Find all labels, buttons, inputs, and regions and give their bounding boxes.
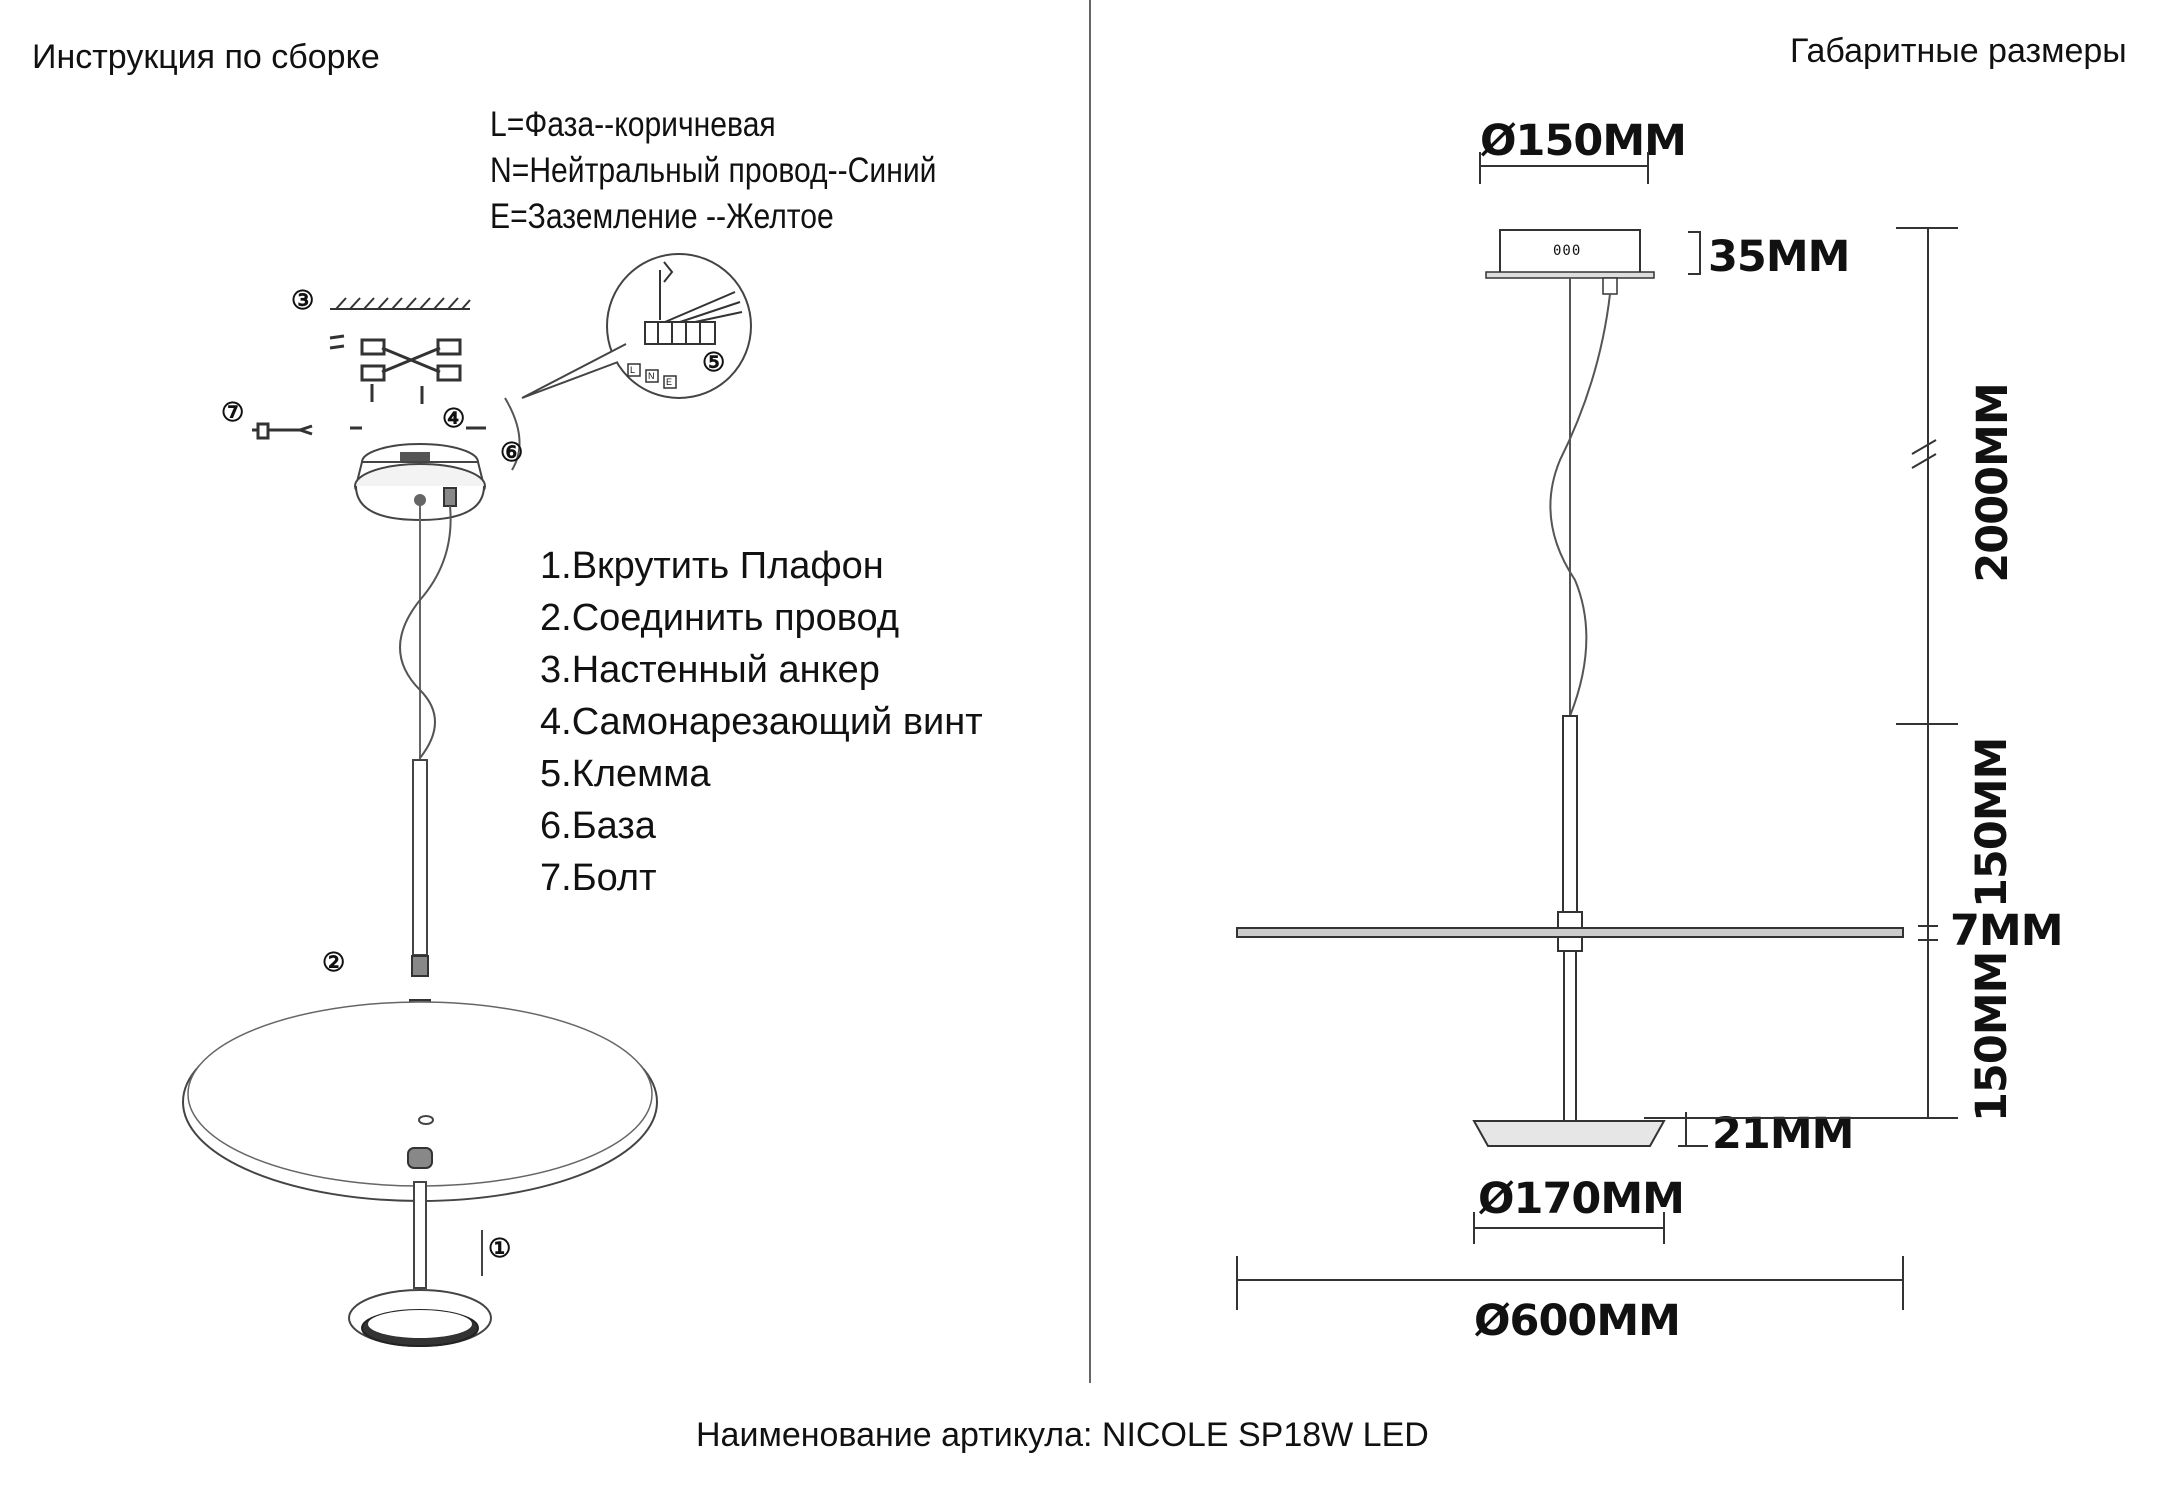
- callout-7: ⑦: [221, 398, 245, 428]
- step-3: 3.Настенный анкер: [540, 649, 880, 691]
- step-2: 2.Соединить провод: [540, 597, 900, 639]
- disc-hub: [1557, 911, 1583, 929]
- assembly-exploded-view: [182, 253, 752, 1347]
- lamp-side-view: [1472, 1120, 1666, 1147]
- canopy-marking: 000: [1553, 243, 1582, 259]
- legend-line-earth: E=Заземление --Желтое: [490, 197, 834, 236]
- step-5: 5.Клемма: [540, 753, 711, 795]
- wire-tag-n: N: [648, 371, 655, 381]
- callout-5: ⑤: [702, 348, 726, 378]
- dim-lamp-height: 21MM: [1712, 1109, 1854, 1159]
- rod-connector: [411, 955, 429, 977]
- shade-disc: [182, 1001, 658, 1202]
- dimline-canopy-diameter: [1479, 152, 1649, 184]
- dimension-drawing: [1236, 152, 1958, 1310]
- callout-2: ②: [322, 948, 346, 978]
- canopy-base: [354, 443, 486, 522]
- step-7: 7.Болт: [540, 857, 657, 899]
- dim-lamp-diameter: Ø170MM: [1478, 1174, 1685, 1224]
- rotation-arrow: [504, 397, 521, 471]
- anchor-screws: [329, 334, 486, 430]
- callout-1: ①: [488, 1234, 512, 1264]
- step-4: 4.Самонарезающий винт: [540, 701, 983, 743]
- callout-4: ④: [442, 404, 466, 434]
- step-1: 1.Вкрутить Плафон: [540, 545, 884, 587]
- dimline-canopy-height: [1688, 231, 1701, 275]
- article-name: Наименование артикула: NICOLE SP18W LED: [696, 1416, 1429, 1454]
- lamp-head: [348, 1289, 492, 1347]
- upper-rod-side: [1562, 715, 1578, 913]
- callout-3: ③: [291, 286, 315, 316]
- dim-disc-diameter: Ø600MM: [1474, 1296, 1681, 1346]
- wire-tag-e: E: [666, 377, 673, 387]
- dimline-lamp-height: [1678, 1112, 1708, 1147]
- bolt-part: [252, 422, 313, 440]
- pendant-rod: [412, 759, 428, 956]
- legend-line-neutral: N=Нейтральный провод--Синий: [490, 151, 937, 190]
- ceiling-hatch: [330, 297, 471, 310]
- disc-side-view: [1236, 927, 1904, 938]
- dimline-disc-diameter: [1236, 1256, 1904, 1310]
- assembly-title: Инструкция по сборке: [32, 38, 380, 76]
- lower-rod-side: [1563, 950, 1577, 1122]
- terminal-zoom-callout: [521, 253, 752, 399]
- wire-tag-l: L: [630, 365, 636, 375]
- dimline-lamp-diameter: [1473, 1212, 1665, 1244]
- lower-rod: [413, 1181, 427, 1289]
- power-wire: [399, 505, 452, 759]
- power-wire-side: [1549, 293, 1611, 717]
- legend-line-phase: L=Фаза--коричневая: [490, 105, 776, 144]
- dim-canopy-height: 35MM: [1708, 232, 1850, 282]
- dimensions-title: Габаритные размеры: [1790, 32, 2127, 70]
- mounting-bracket: [360, 338, 462, 382]
- callout-6: ⑥: [500, 438, 524, 468]
- dim-disc-thickness: 7MM: [1950, 906, 2063, 956]
- dim-canopy-diameter: Ø150MM: [1480, 116, 1687, 166]
- canopy-side-view: [1485, 229, 1655, 295]
- step-6: 6.База: [540, 805, 656, 847]
- vertical-dimension-chain: [1644, 227, 1958, 1119]
